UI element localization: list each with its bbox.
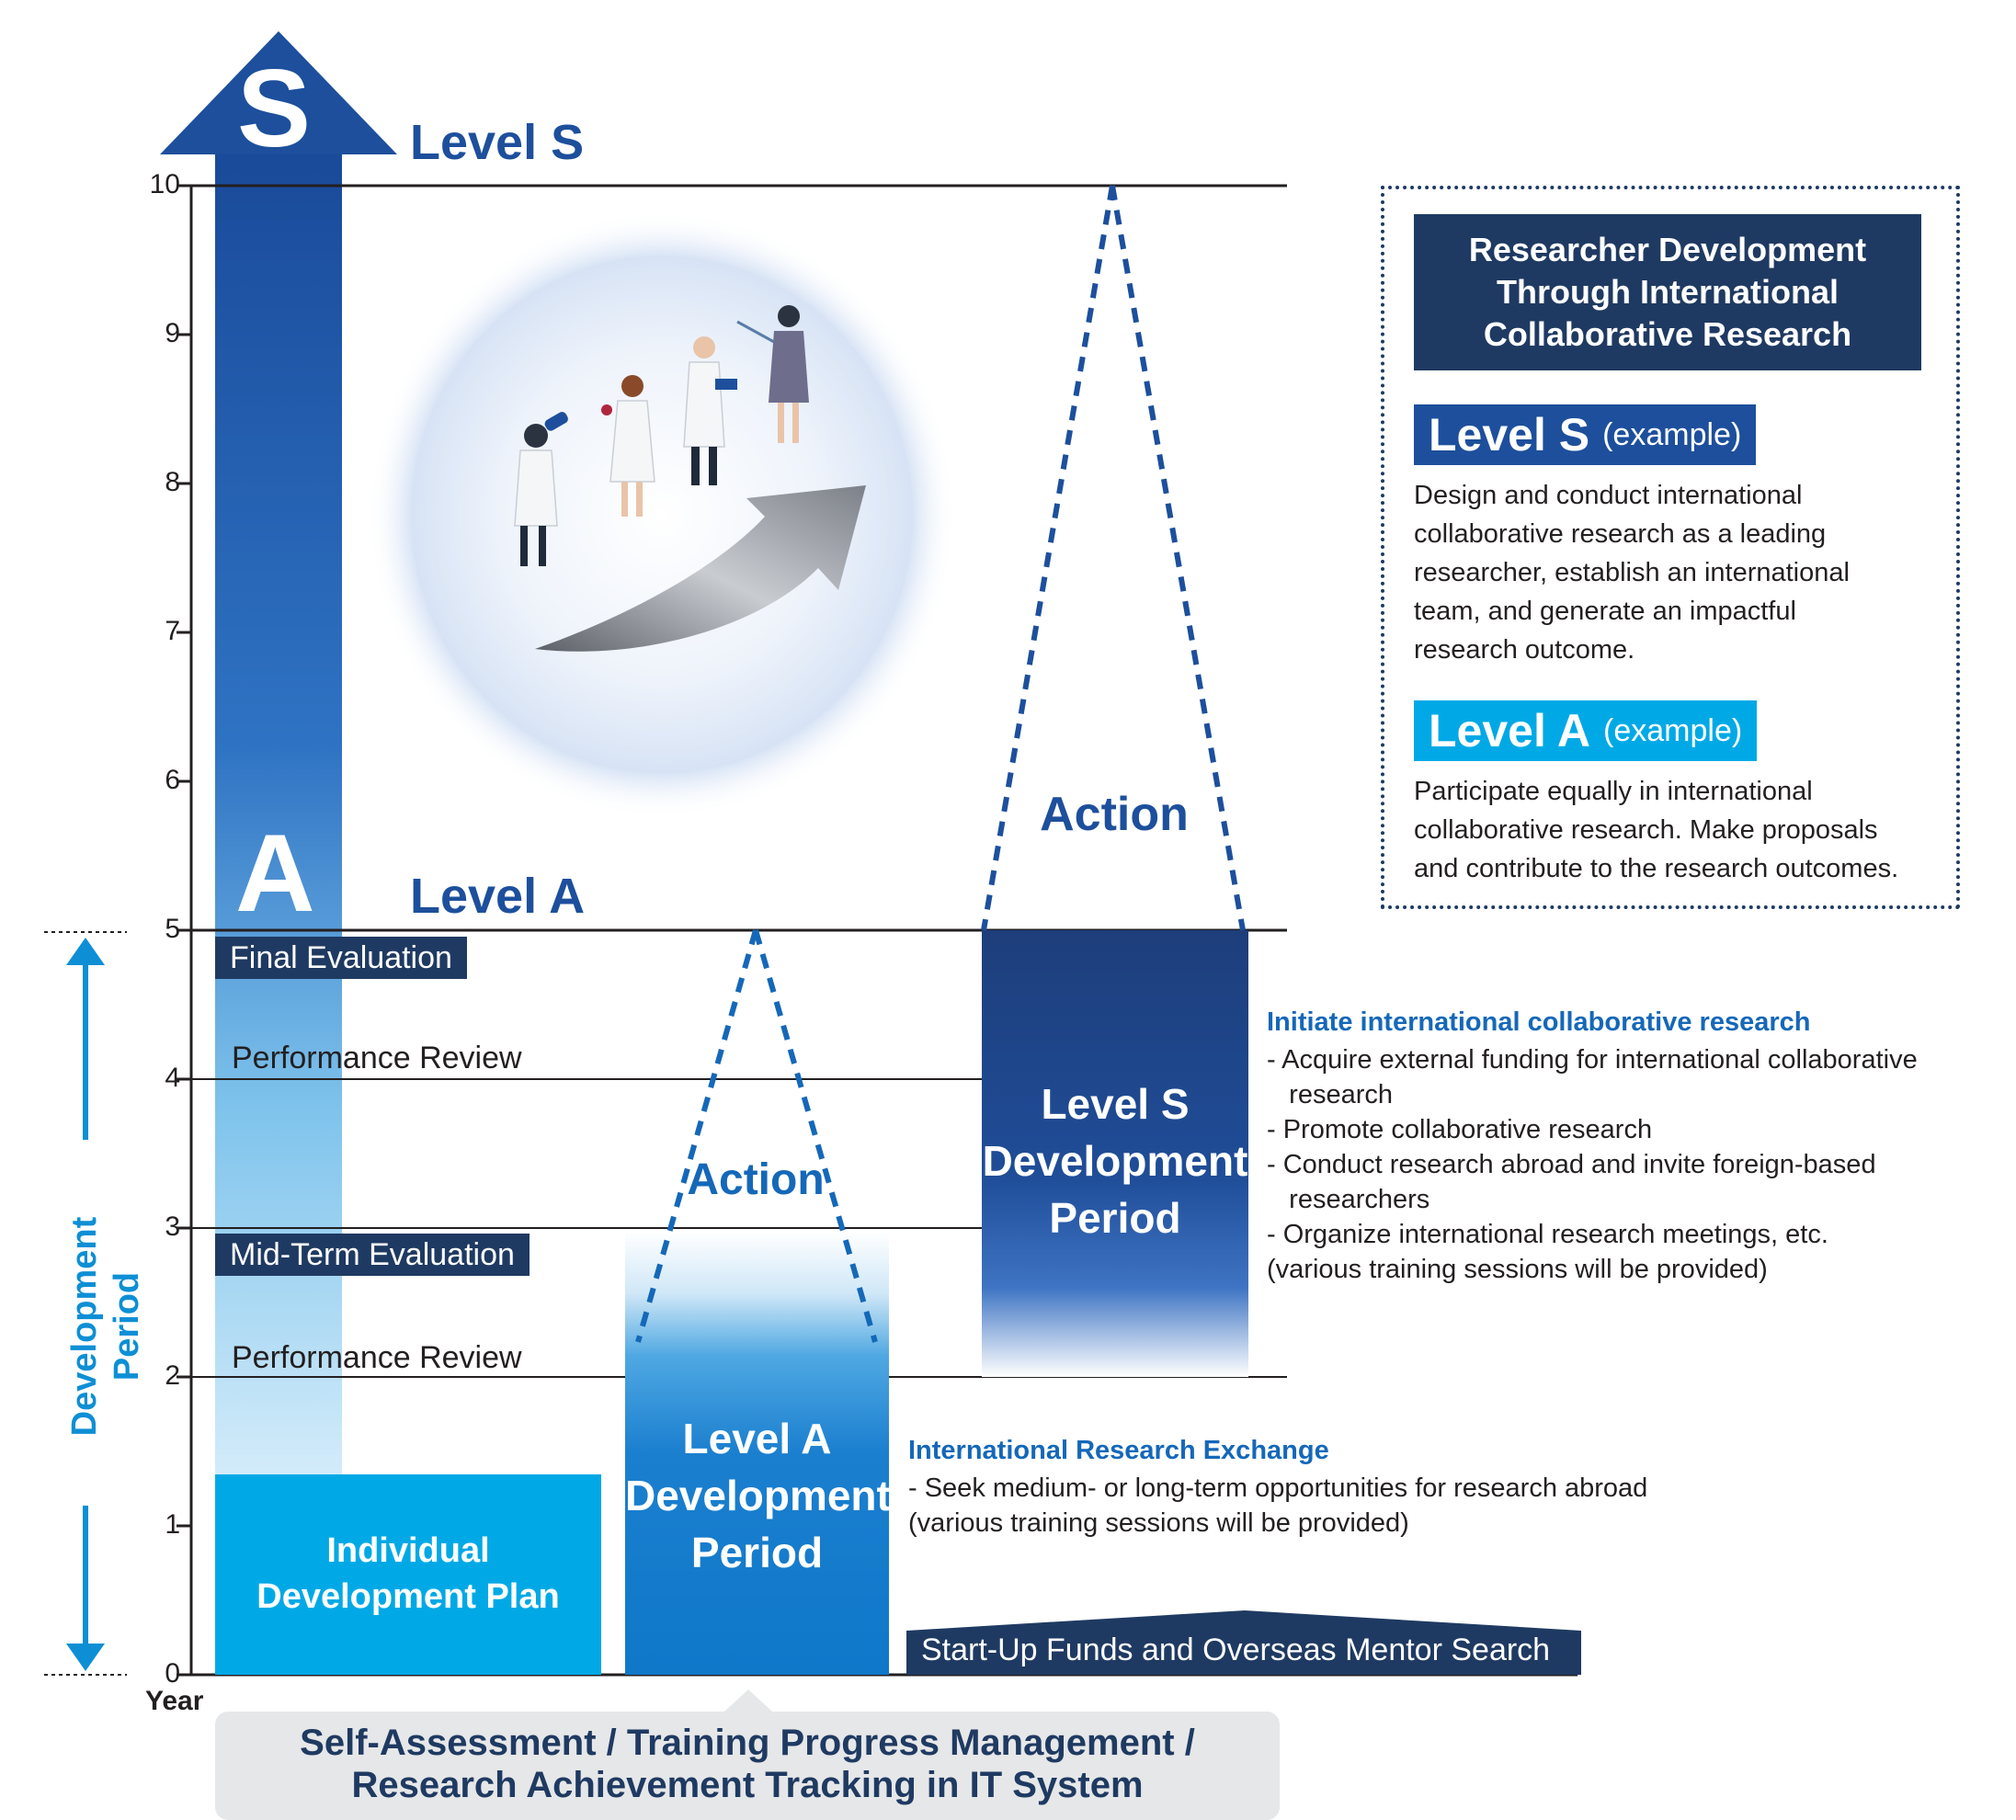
scientist-1-icon: [514, 412, 568, 566]
action-label-s: Action: [1040, 788, 1189, 841]
level-s-tag-label: Level S: [1429, 409, 1590, 461]
it-system-line-2: Research Achievement Tracking in IT Syst…: [351, 1765, 1144, 1805]
y-axis-ticks: [177, 184, 191, 1677]
startup-funds-banner-text: Start-Up Funds and Overseas Mentor Searc…: [921, 1632, 1551, 1667]
tick-label-4: 4: [165, 1063, 180, 1093]
tick-label-7: 7: [165, 616, 180, 646]
initiate-line-6: - Organize international research meetin…: [1267, 1220, 1828, 1249]
final-evaluation-label: Final Evaluation: [215, 937, 467, 979]
scientist-4-icon: [736, 305, 809, 443]
it-system-line-1: Self-Assessment / Training Progress Mana…: [300, 1723, 1195, 1763]
action-triangle-s: [981, 185, 1246, 931]
level-a-example-tag: Level A (example): [1414, 700, 1758, 761]
level-a-desc-line-1: Participate equally in international: [1414, 777, 1813, 806]
main-level-arrow-head: [160, 31, 397, 154]
tick-label-3: 3: [165, 1211, 180, 1242]
level-s-block-line-2: Development: [982, 1137, 1248, 1185]
level-s-desc-line-1: Design and conduct international: [1414, 481, 1803, 510]
level-s-desc-line-4: team, and generate an impactful: [1414, 597, 1796, 626]
level-s-tag-example: (example): [1602, 416, 1742, 452]
year-label: Year: [145, 1686, 204, 1716]
level-s-description: Design and conduct international collabo…: [1414, 476, 1956, 669]
level-s-letter: S: [237, 47, 312, 170]
mid-term-evaluation-label: Mid-Term Evaluation: [215, 1234, 530, 1276]
level-s-label: Level S: [410, 115, 585, 170]
individual-plan-line-2: Development Plan: [256, 1577, 560, 1616]
tick-label-5: 5: [165, 914, 180, 944]
level-s-block-line-1: Level S: [1041, 1080, 1190, 1128]
exchange-line-1: - Seek medium- or long-term opportunitie…: [908, 1473, 1648, 1503]
double-headed-arrow-icon: [66, 938, 105, 1671]
level-a-label: Level A: [410, 869, 586, 924]
initiate-line-2: research: [1267, 1080, 1393, 1109]
performance-review-lower: Performance Review: [232, 1340, 522, 1375]
level-a-desc-line-2: collaborative research. Make proposals: [1414, 815, 1878, 845]
level-s-desc-line-2: collaborative research as a leading: [1414, 519, 1827, 549]
initiate-line-1: - Acquire external funding for internati…: [1267, 1045, 1918, 1075]
performance-review-upper: Performance Review: [232, 1041, 522, 1075]
illustration-glow: [368, 211, 956, 818]
individual-plan-line-1: Individual: [326, 1531, 490, 1570]
level-a-desc-line-3: and contribute to the research outcomes.: [1414, 854, 1899, 883]
level-s-example-tag: Level S (example): [1414, 404, 1757, 465]
tick-label-2: 2: [165, 1360, 180, 1391]
tick-label-8: 8: [165, 467, 180, 497]
level-s-block: [982, 930, 1248, 1377]
tick-label-10: 10: [149, 169, 180, 199]
action-label-a: Action: [687, 1155, 825, 1204]
action-triangle-a: [635, 929, 878, 1343]
initiate-line-3: - Promote collaborative research: [1267, 1115, 1653, 1144]
level-s-block-line-3: Period: [1049, 1194, 1181, 1242]
initiate-heading: Initiate international collaborative res…: [1267, 1007, 1811, 1037]
level-s-block-text: Level S Development Period: [982, 1075, 1248, 1246]
level-s-desc-line-3: researcher, establish an international: [1414, 558, 1850, 587]
initiate-line-4: - Conduct research abroad and invite for…: [1267, 1150, 1876, 1179]
startup-funds-banner: [906, 1610, 1581, 1675]
level-a-description: Participate equally in international col…: [1414, 772, 1956, 888]
exchange-line-2: (various training sessions will be provi…: [908, 1508, 1409, 1538]
individual-plan-block: [215, 1474, 601, 1675]
level-a-block-line-1: Level A: [682, 1415, 832, 1462]
development-period-label: Development Period: [65, 1216, 146, 1437]
level-a-block-line-3: Period: [690, 1529, 824, 1576]
scientist-group-illustration: [514, 305, 809, 566]
info-title-line-3: Collaborative Research: [1483, 315, 1852, 353]
upward-growth-arrow-icon: [535, 485, 866, 652]
initiate-line-7: (various training sessions will be provi…: [1267, 1255, 1768, 1284]
scientist-2-icon: [601, 375, 655, 517]
initiate-line-5: researchers: [1267, 1185, 1430, 1214]
bottom-panel-pointer: [724, 1689, 772, 1712]
level-a-block-line-2: Development: [625, 1472, 891, 1519]
info-title-line-2: Through International: [1497, 273, 1839, 311]
info-title-line-1: Researcher Development: [1468, 231, 1867, 268]
scientist-3-icon: [683, 336, 737, 485]
level-a-letter: A: [235, 812, 315, 935]
tick-label-1: 1: [165, 1509, 180, 1540]
individual-plan-text: Individual Development Plan: [215, 1528, 601, 1620]
info-title: Researcher Development Through Internati…: [1414, 214, 1921, 370]
info-panel: [1381, 186, 1960, 909]
level-a-block-text: Level A Development Period: [625, 1410, 891, 1581]
level-a-block: [625, 1232, 889, 1675]
tick-label-6: 6: [165, 765, 180, 795]
exchange-heading: International Research Exchange: [908, 1436, 1329, 1465]
it-system-panel: [215, 1712, 1280, 1820]
level-a-tag-label: Level A: [1429, 705, 1591, 756]
tick-label-0: 0: [165, 1658, 180, 1689]
level-a-tag-example: (example): [1603, 712, 1743, 748]
tick-label-9: 9: [165, 318, 180, 348]
level-s-desc-line-5: research outcome.: [1414, 635, 1635, 665]
